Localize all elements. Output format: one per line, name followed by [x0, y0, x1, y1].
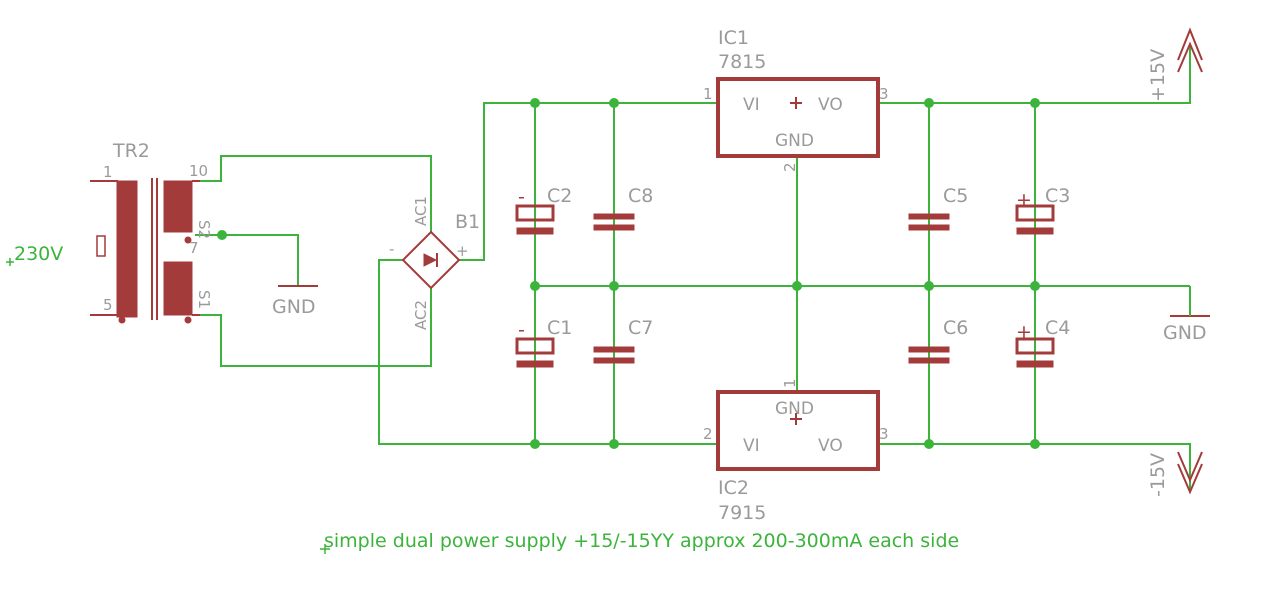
junction-dot — [792, 281, 802, 291]
transformer-tr2[interactable]: TR2 1 5 10 7 S2 S1 — [90, 140, 213, 324]
junction-dot — [530, 281, 540, 291]
b1-minus-label: - — [389, 240, 394, 258]
c2-polarity: - — [518, 186, 525, 208]
junction-dot — [1030, 98, 1040, 108]
junction-dot — [924, 439, 934, 449]
ic1-vo-label: VO — [818, 95, 843, 115]
junction-dot — [1030, 281, 1040, 291]
capacitor-c6[interactable]: C6 — [908, 317, 968, 364]
b1-ac2-label: AC2 — [412, 300, 430, 330]
regulator-ic2[interactable]: IC2 7915 GND VI VO 2 3 1 — [703, 378, 889, 524]
c3-polarity: + — [1016, 189, 1032, 211]
supply-pos-15v: +15V — [1147, 27, 1203, 102]
bridge-rectifier-b1[interactable]: B1 AC1 AC2 + - — [389, 196, 480, 330]
capacitor-c3[interactable]: C3 + — [1015, 185, 1070, 235]
c4-ref: C4 — [1045, 317, 1070, 339]
c7-ref: C7 — [628, 317, 653, 339]
capacitor-c4[interactable]: C4 + — [1015, 317, 1070, 368]
junction-dot — [530, 439, 540, 449]
ic2-vi-label: VI — [743, 436, 760, 456]
tr2-ref: TR2 — [112, 140, 150, 162]
c6-ref: C6 — [943, 317, 968, 339]
junction-dot — [609, 439, 619, 449]
primary-winding — [116, 180, 138, 318]
ic2-value: 7915 — [718, 502, 766, 524]
capacitor-c1[interactable]: C1 - — [515, 317, 572, 368]
ic2-gnd-label: GND — [775, 399, 814, 419]
ic1-pin-out: 3 — [879, 85, 889, 103]
junction-dot — [1030, 439, 1040, 449]
mains-input: 230V — [6, 243, 63, 266]
capacitor-c8[interactable]: C8 — [593, 185, 653, 231]
wires — [195, 45, 1191, 492]
c1-ref: C1 — [547, 317, 572, 339]
ic2-pin-out: 3 — [879, 425, 889, 443]
junction-dot — [609, 98, 619, 108]
caption: simple dual power supply +15/-15YY appro… — [320, 530, 959, 554]
gnd-label-left: GND — [272, 296, 316, 318]
junction-dot — [924, 281, 934, 291]
junctions — [217, 98, 1040, 449]
ic2-pin-in: 2 — [703, 425, 713, 443]
ic1-vi-label: VI — [743, 95, 760, 115]
capacitor-c7[interactable]: C7 — [593, 317, 653, 364]
ic1-value: 7815 — [718, 51, 766, 73]
tr2-pin-1: 1 — [103, 163, 113, 181]
c2-ref: C2 — [547, 185, 572, 207]
capacitor-c5[interactable]: C5 — [908, 185, 968, 231]
ic2-pin-gnd: 1 — [781, 378, 799, 388]
junction-dot — [609, 281, 619, 291]
c5-ref: C5 — [943, 185, 968, 207]
gnd-symbol-right: GND — [1163, 286, 1210, 344]
supply-neg-15v: -15V — [1147, 451, 1203, 497]
b1-plus-label: + — [456, 242, 469, 260]
ic2-vo-label: VO — [818, 436, 843, 456]
tr2-label-s1: S1 — [195, 290, 213, 309]
mains-voltage-label: 230V — [14, 243, 63, 265]
tr2-pin-5: 5 — [103, 296, 113, 314]
junction-dot — [924, 98, 934, 108]
junction-dot — [530, 98, 540, 108]
c1-polarity: - — [518, 319, 525, 341]
c8-ref: C8 — [628, 185, 653, 207]
ic1-pin-in: 1 — [703, 85, 713, 103]
secondary-winding-s1 — [163, 261, 193, 316]
junction-dot — [217, 230, 227, 240]
caption-text: simple dual power supply +15/-15YY appro… — [324, 530, 959, 552]
secondary-winding-s2 — [163, 180, 193, 233]
b1-ref: B1 — [455, 211, 480, 233]
gnd-label-right: GND — [1163, 322, 1207, 344]
c3-ref: C3 — [1045, 185, 1070, 207]
ic1-pin-gnd: 2 — [781, 162, 799, 172]
b1-ac1-label: AC1 — [412, 196, 430, 226]
ic1-gnd-label: GND — [775, 131, 814, 151]
tr2-label-s2: S2 — [195, 220, 213, 239]
capacitor-c2[interactable]: C2 - — [515, 185, 572, 235]
ic2-ref: IC2 — [718, 477, 749, 499]
pos-rail-label: +15V — [1147, 49, 1169, 102]
ic1-ref: IC1 — [718, 27, 749, 49]
tr2-pin-7: 7 — [189, 239, 199, 257]
regulator-ic1[interactable]: IC1 7815 VI VO GND 1 3 2 — [703, 27, 889, 172]
gnd-symbol-left: GND — [272, 285, 318, 318]
tr2-pin-10: 10 — [189, 162, 208, 180]
neg-rail-label: -15V — [1147, 453, 1169, 497]
c4-polarity: + — [1016, 321, 1032, 343]
